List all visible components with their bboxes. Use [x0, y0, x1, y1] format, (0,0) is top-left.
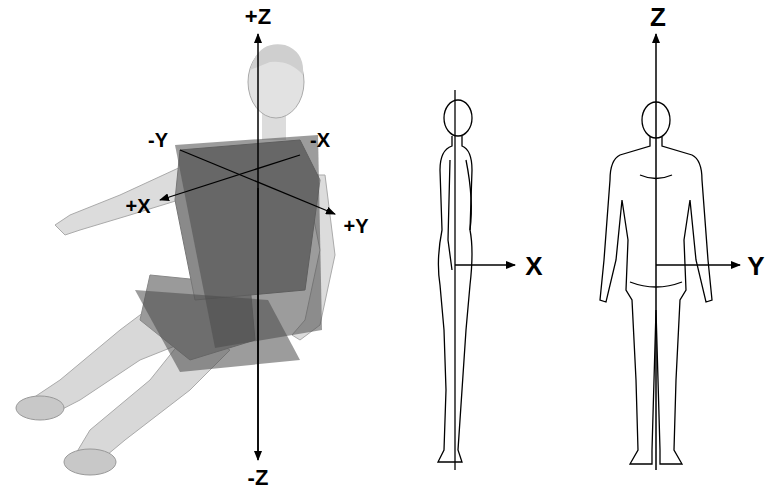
axis-label: Y — [747, 253, 764, 279]
axis-label: -X — [310, 130, 330, 150]
axis-label: X — [525, 253, 542, 279]
axis-label: +Z — [245, 6, 271, 28]
side-view-figure — [438, 90, 472, 470]
axis-label: Z — [650, 4, 666, 30]
axis-label: -Z — [248, 467, 269, 489]
axis-label: +X — [125, 196, 150, 216]
axis-label: -Y — [148, 130, 168, 150]
seated-figure — [16, 44, 335, 475]
axis-label: +Y — [343, 216, 368, 236]
